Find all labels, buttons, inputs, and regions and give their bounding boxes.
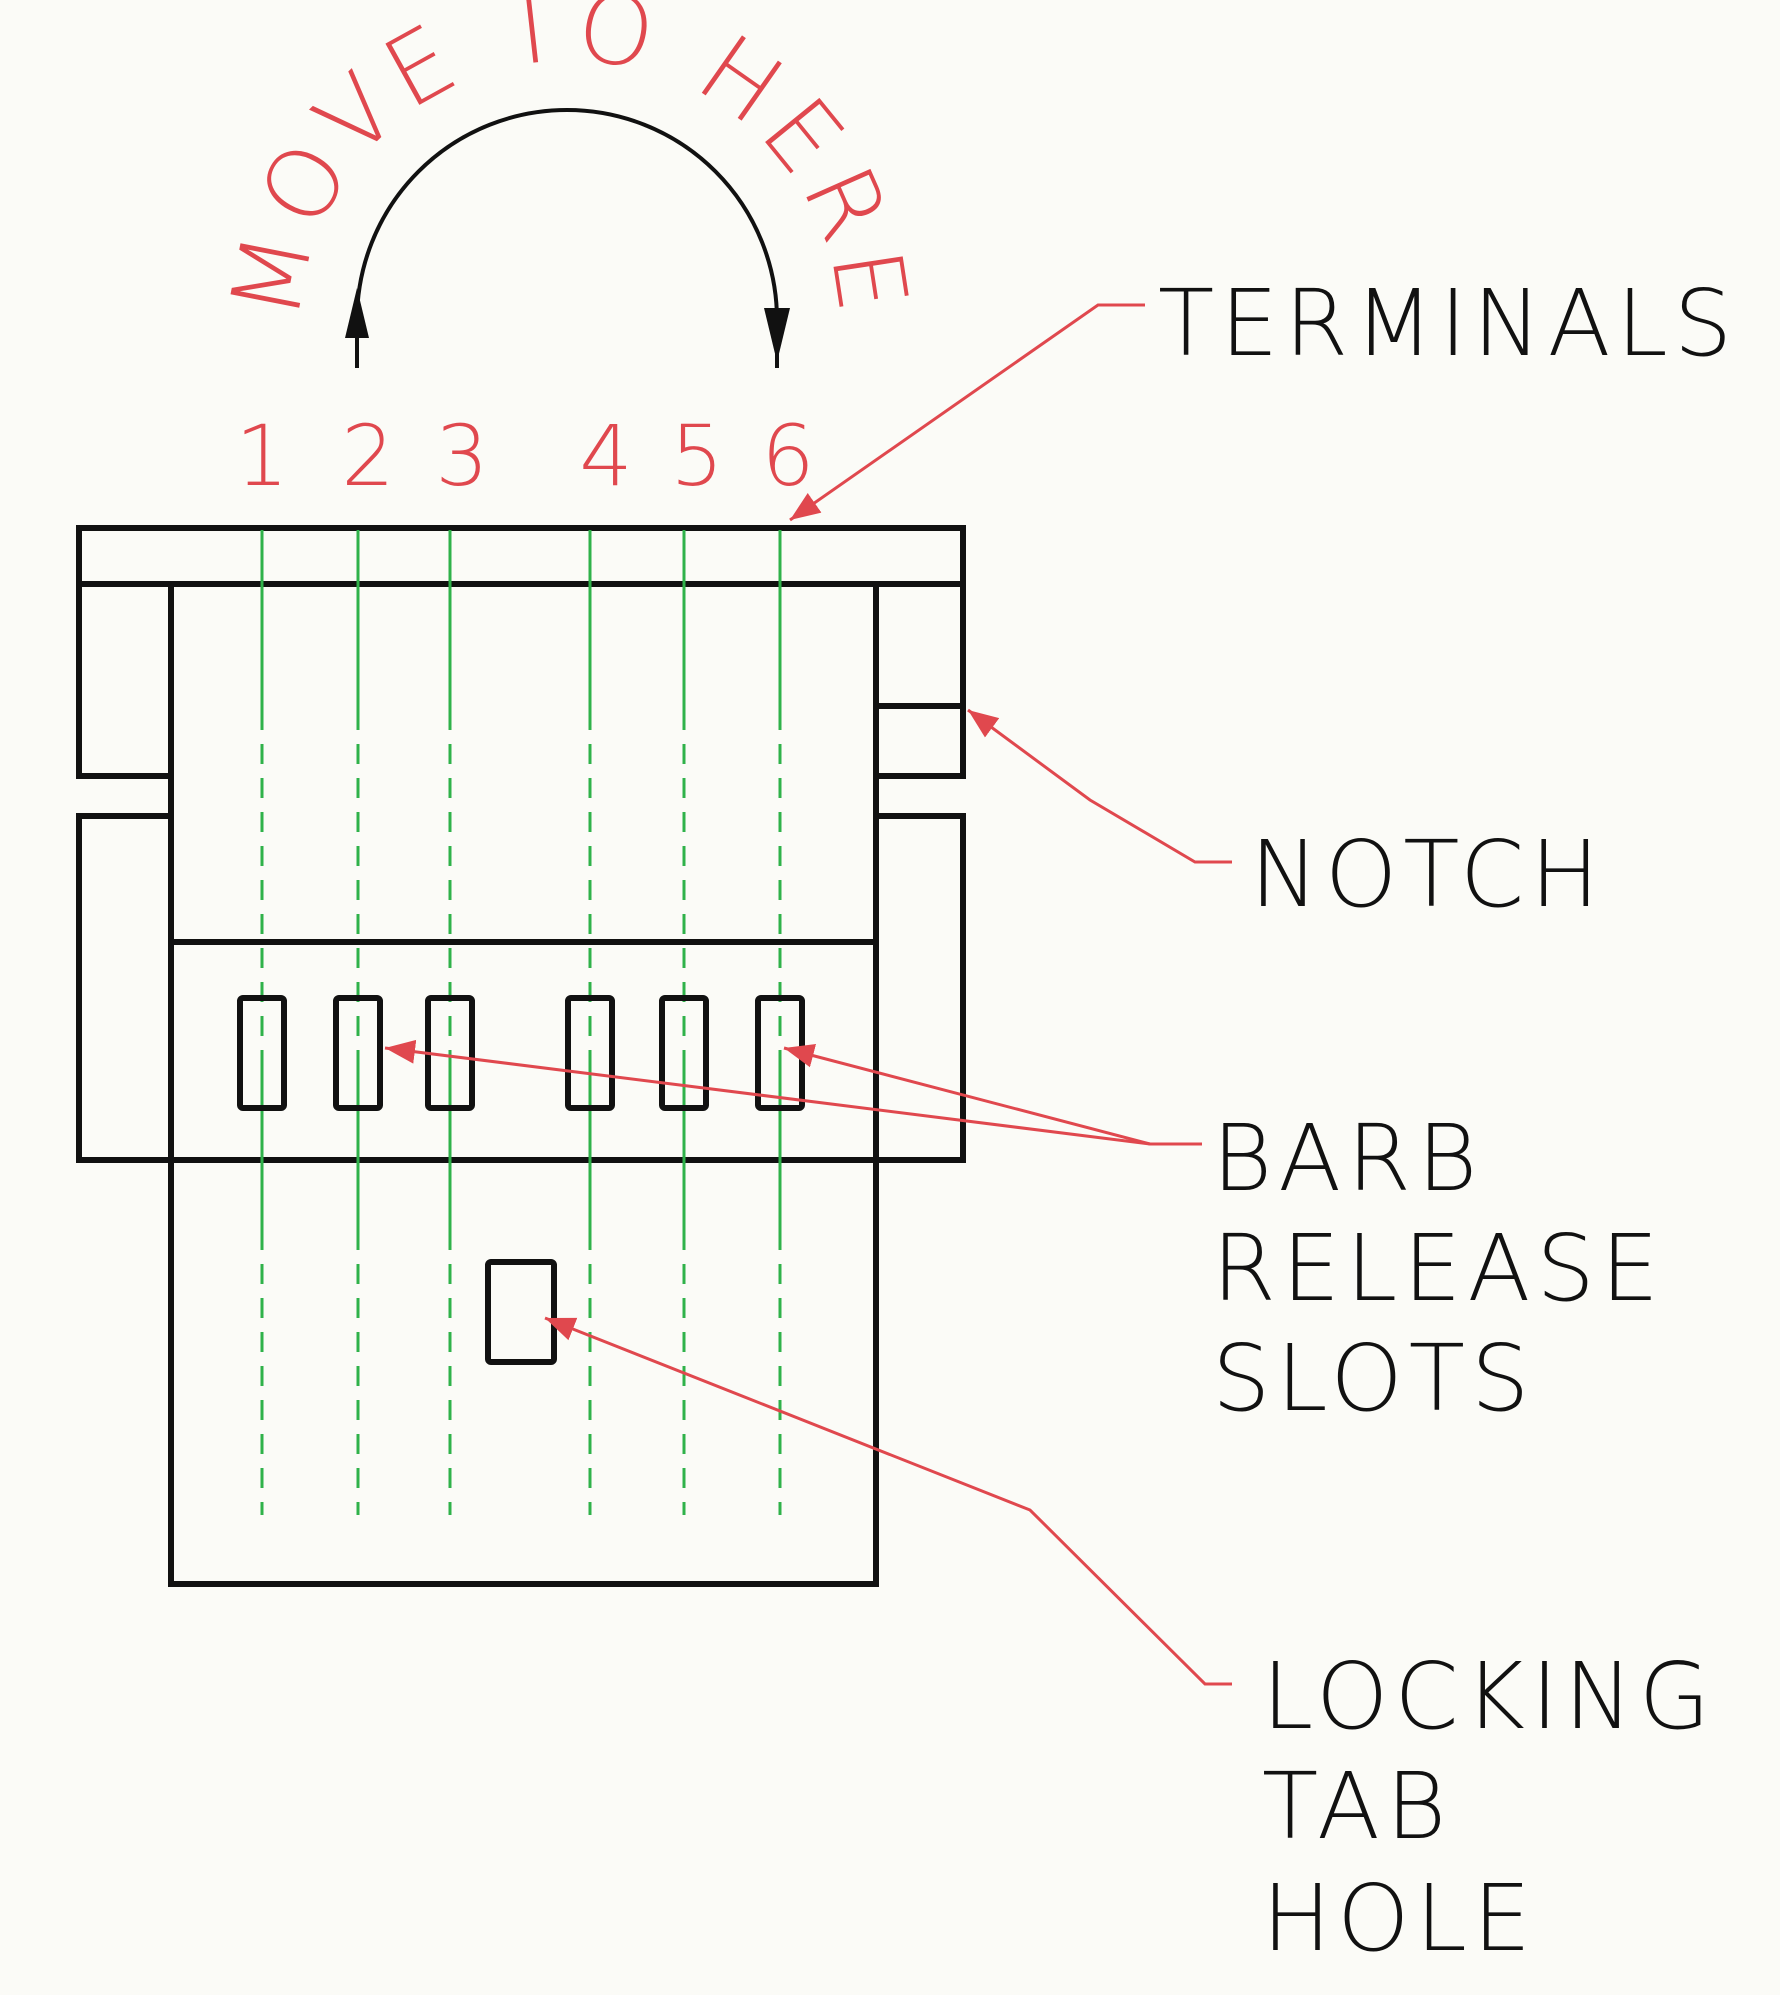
terminal-strip [76,525,966,587]
terminal-number-4: 4 [579,407,632,505]
terminal-numbers: 1 2 3 4 5 6 [235,407,814,505]
locking-label-line3: HOLE [1262,1865,1537,1972]
locking-label-line1: LOCKING [1262,1643,1716,1750]
barb-slot-5 [659,995,709,1111]
locking-leader [544,1316,1232,1686]
barb-label-line3: SLOTS [1212,1325,1535,1432]
barb-slot-1 [237,995,287,1111]
barb-label-line1: BARB [1212,1105,1483,1212]
terminal-number-5: 5 [670,407,723,505]
terminal-number-1: 1 [235,407,288,505]
left-lower-wing [76,813,174,1163]
connector-body [76,525,966,1587]
annotation-labels: TERMINALS NOTCH BARB RELEASE SLOTS LOCKI… [1158,270,1738,1972]
notch-label: NOTCH [1250,821,1605,928]
leader-lines [384,303,1232,1686]
terminal-lines [260,530,782,1515]
notch [873,703,966,779]
move-to-here-label: MOVE TO HERE [209,0,930,327]
barb-release-slots [237,995,805,1111]
barb-label-line2: RELEASE [1212,1215,1665,1322]
locking-label-line2: TAB [1262,1753,1452,1860]
terminals-leader [789,303,1145,522]
main-housing [168,581,879,1587]
right-lower-wing [873,813,966,1163]
barb-leader-right [783,1044,1151,1146]
terminals-label: TERMINALS [1158,270,1738,377]
arc-right-arrowhead-icon [764,308,790,362]
terminal-number-6: 6 [761,407,814,505]
move-arc [355,108,779,321]
right-upper-wing [873,581,966,709]
barb-slot-4 [565,995,615,1111]
notch-leader [967,708,1232,864]
locking-tab-hole [485,1259,557,1365]
terminal-number-3: 3 [435,407,488,505]
barb-leader-left [384,1039,1202,1146]
left-upper-wing [76,581,174,779]
arc-left-arrowhead-icon [345,288,369,338]
barb-slot-2 [333,995,383,1111]
terminal-number-2: 2 [341,407,394,505]
